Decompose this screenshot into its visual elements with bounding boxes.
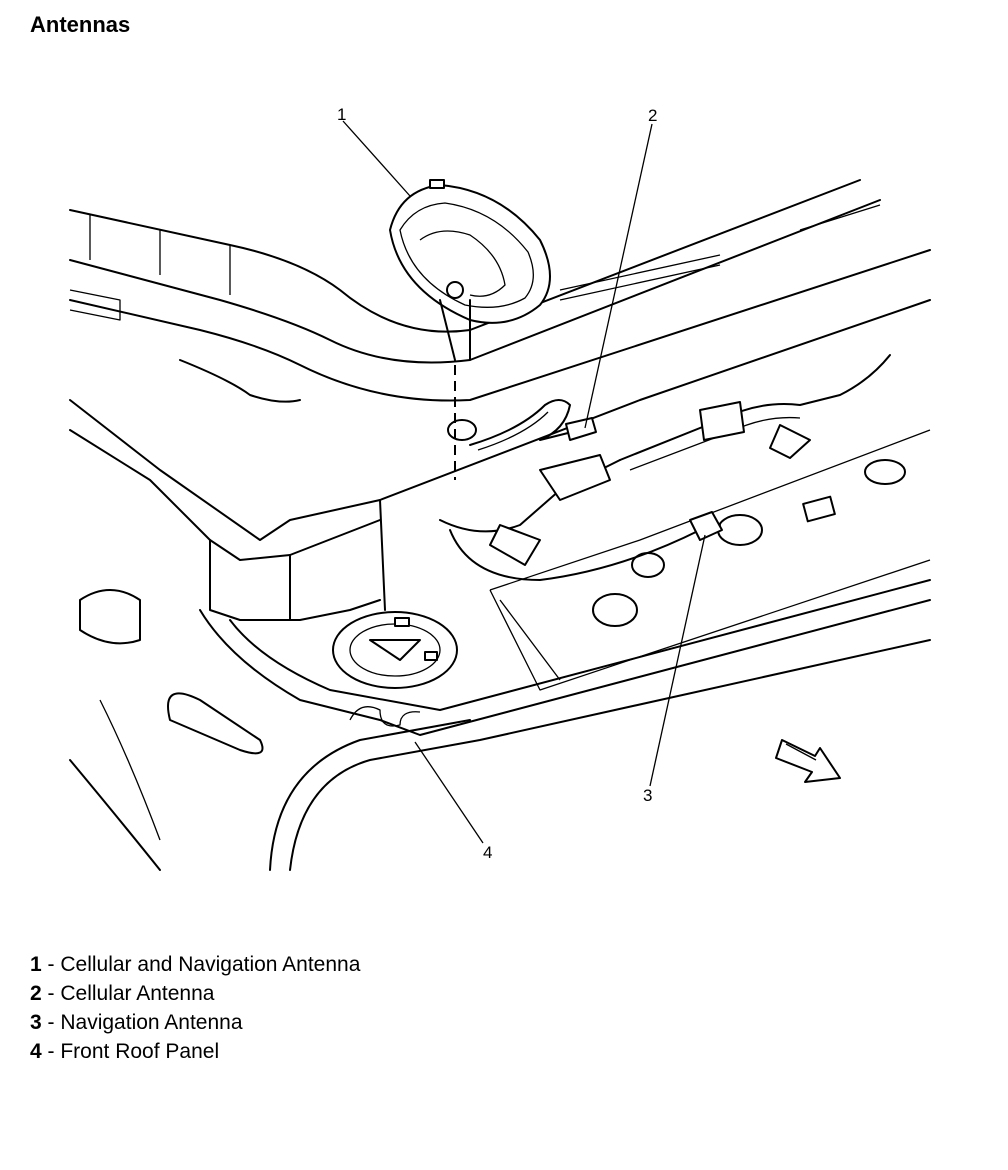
- legend-item: 2 - Cellular Antenna: [30, 982, 215, 1005]
- front-roof-edge: [69, 589, 931, 871]
- legend-item: 3 - Navigation Antenna: [30, 1011, 243, 1034]
- callout-3: 3: [643, 786, 652, 805]
- callout-leaders: [342, 120, 706, 844]
- legend: 1 - Cellular and Navigation Antenna 2 - …: [30, 950, 360, 1066]
- leader-2: [584, 123, 653, 429]
- callout-1: 1: [337, 105, 346, 124]
- navigation-antenna-connector: [689, 511, 723, 541]
- antenna-diagram: 1 2 3 4: [69, 105, 931, 871]
- front-direction-arrow-icon: [775, 739, 841, 783]
- leader-4: [414, 741, 484, 844]
- antenna-harness: [439, 354, 891, 581]
- legend-item: 1 - Cellular and Navigation Antenna: [30, 953, 361, 976]
- cellular-navigation-antenna: [389, 179, 551, 361]
- panel-holes: [332, 419, 906, 689]
- callout-2: 2: [648, 106, 657, 125]
- callout-4: 4: [483, 843, 492, 862]
- roof-panel: [69, 299, 931, 736]
- legend-item: 4 - Front Roof Panel: [30, 1040, 220, 1063]
- roof-frame: [69, 179, 931, 403]
- page-title: Antennas: [30, 12, 131, 37]
- leader-3: [649, 534, 706, 787]
- leader-1: [342, 120, 411, 197]
- cellular-antenna-connector: [565, 417, 597, 441]
